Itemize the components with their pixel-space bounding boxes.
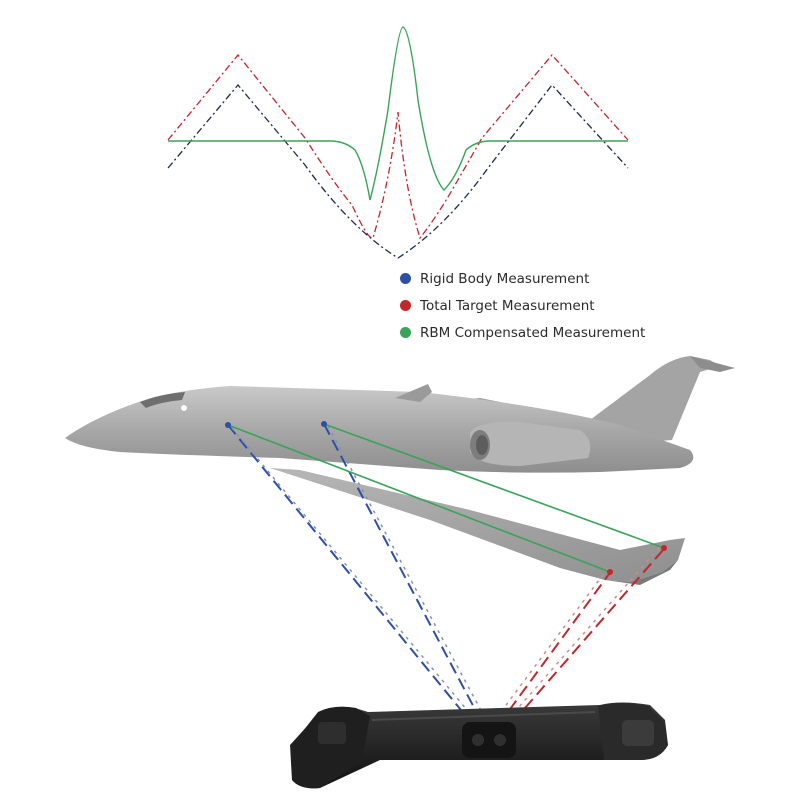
legend-item-rigid-body: Rigid Body Measurement <box>400 265 645 292</box>
rigid-body-signal <box>167 83 629 259</box>
legend-item-compensated: RBM Compensated Measurement <box>400 319 645 346</box>
compensated-line-2 <box>323 423 665 549</box>
target-dot-2 <box>321 421 327 427</box>
rigid-body-beam-1-dotted <box>231 427 473 717</box>
measurement-sensor-bar <box>290 702 668 789</box>
target-dot-3 <box>607 569 613 575</box>
rigid-body-beam-2-dotted <box>327 425 485 717</box>
legend-dot-compensated <box>400 327 411 338</box>
aircraft-model <box>65 356 735 585</box>
target-dot-1 <box>225 422 231 428</box>
legend-item-total-target: Total Target Measurement <box>400 292 645 319</box>
legend-label-total-target: Total Target Measurement <box>420 297 595 314</box>
legend-label-compensated: RBM Compensated Measurement <box>420 324 646 341</box>
total-target-signal <box>167 53 629 240</box>
rigid-body-beam-1-dashed <box>227 424 466 716</box>
compensated-signal <box>168 26 628 201</box>
legend-dot-rigid-body <box>400 273 411 284</box>
total-target-beam-2-dashed <box>517 549 664 717</box>
compensated-line-1 <box>227 424 611 573</box>
signal-plot <box>167 26 629 259</box>
legend-dot-total-target <box>400 300 411 311</box>
measurement-beams <box>225 421 667 717</box>
legend-label-rigid-body: Rigid Body Measurement <box>420 270 590 287</box>
legend: Rigid Body Measurement Total Target Meas… <box>400 265 645 346</box>
total-target-beam-1-dotted <box>497 567 609 717</box>
total-target-beam-1-dashed <box>504 569 613 717</box>
target-dot-4 <box>661 545 667 551</box>
total-target-beam-2-dotted <box>510 547 660 717</box>
